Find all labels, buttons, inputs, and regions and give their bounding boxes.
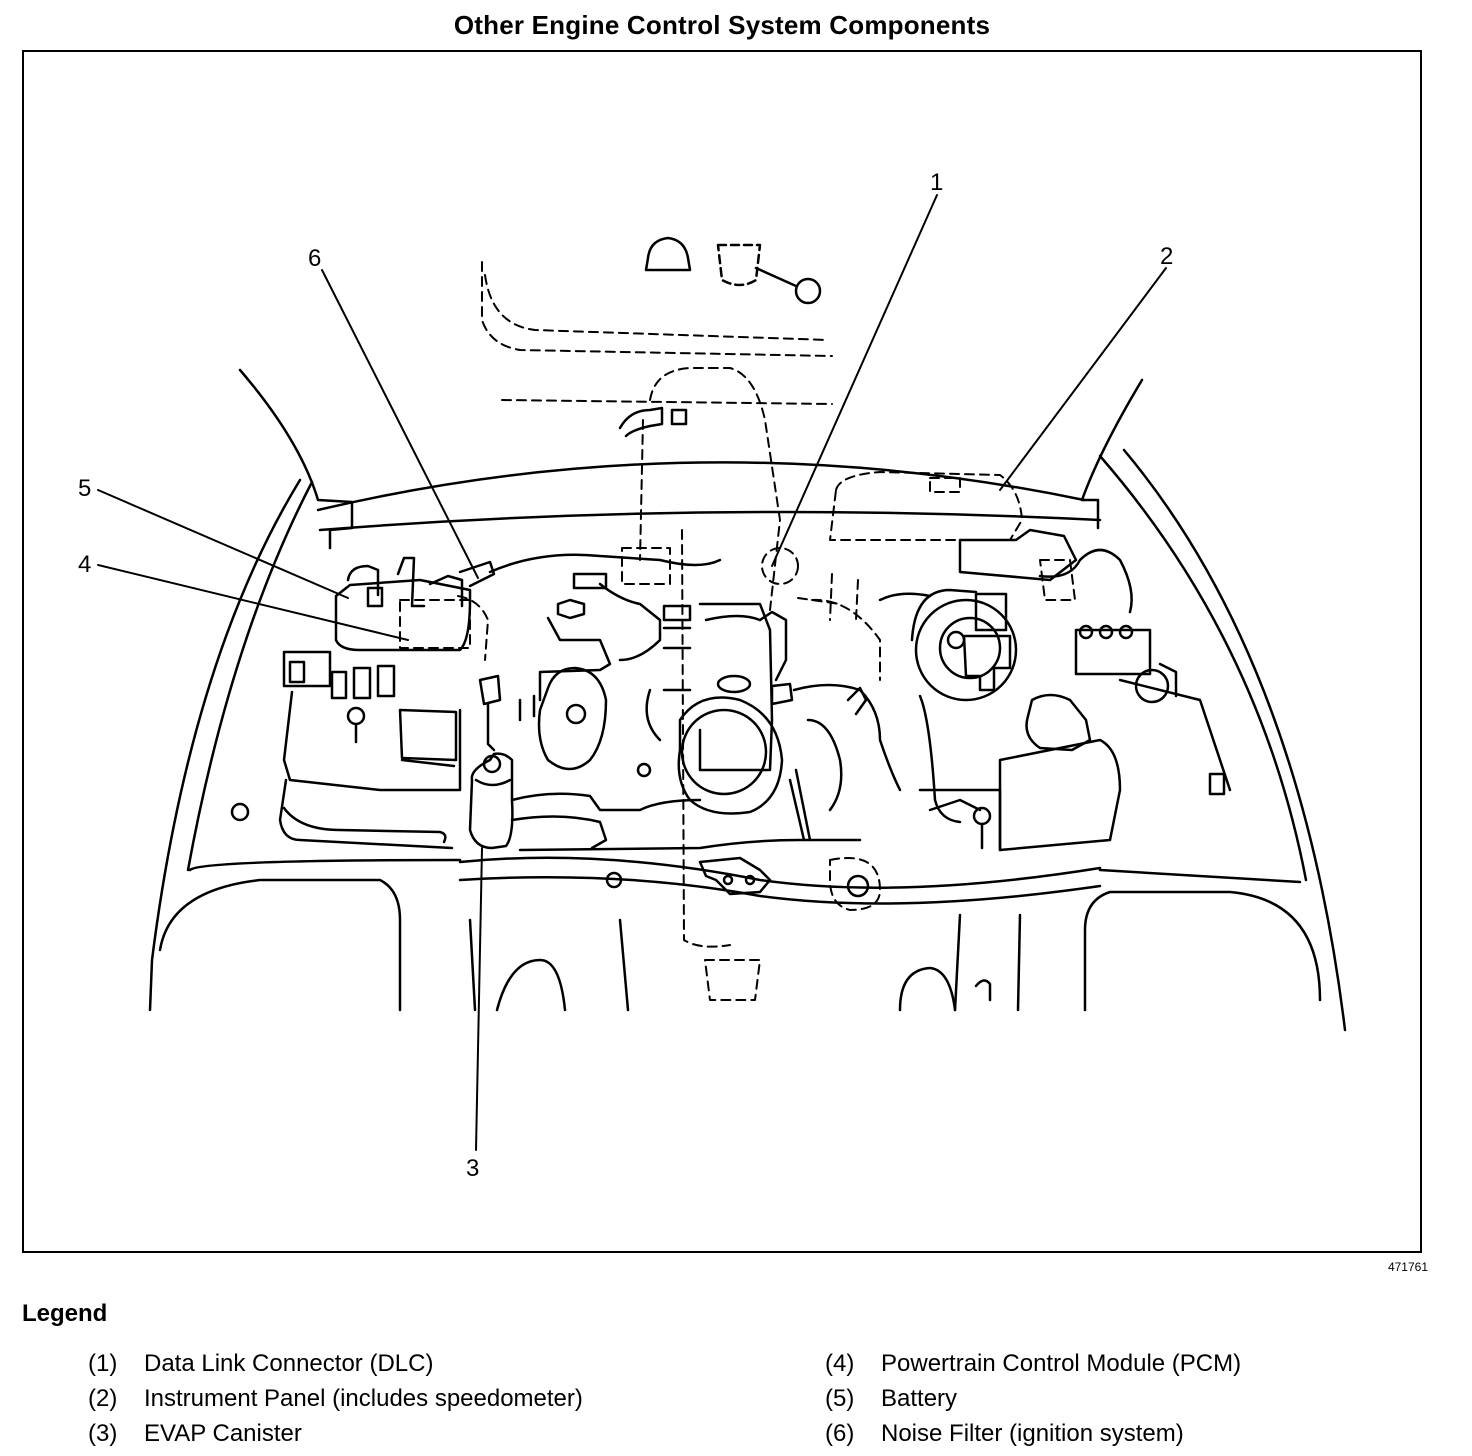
leader-line-1 — [771, 194, 938, 567]
hidden-interior-lines — [399, 261, 1076, 1001]
engine-compartment-drawing: 1 2 3 4 5 6 — [78, 169, 1347, 1182]
legend-item: (5) Battery — [825, 1385, 1241, 1420]
leader-line-6 — [321, 269, 479, 579]
legend-item: (2) Instrument Panel (includes speedomete… — [88, 1385, 583, 1420]
legend-number: (2) — [88, 1385, 118, 1412]
leader-line-5 — [97, 489, 349, 599]
callout-1: 1 — [930, 169, 943, 196]
legend-text: Instrument Panel (includes speedometer) — [144, 1385, 583, 1412]
legend-text: EVAP Canister — [144, 1420, 302, 1447]
legend-text: Data Link Connector (DLC) — [144, 1350, 434, 1377]
leader-line-2 — [999, 267, 1167, 491]
figure-id: 471761 — [1387, 1260, 1428, 1274]
legend-item: (4) Powertrain Control Module (PCM) — [825, 1350, 1241, 1385]
engine-area — [468, 553, 902, 898]
right-side-components — [878, 528, 1232, 1002]
callout-6: 6 — [308, 245, 321, 272]
callout-3: 3 — [466, 1155, 479, 1182]
body-outline — [148, 368, 1347, 1032]
page-title: Other Engine Control System Components — [453, 10, 991, 40]
callout-4: 4 — [78, 551, 91, 578]
radiator-support — [458, 856, 1102, 905]
legend-column-right: (4) Powertrain Control Module (PCM) (5) Ba… — [825, 1350, 1241, 1455]
leader-lines — [97, 194, 1167, 1151]
legend-text: Powertrain Control Module (PCM) — [881, 1350, 1242, 1377]
legend-item: (6) Noise Filter (ignition system) — [825, 1420, 1241, 1455]
cowl-fittings — [618, 236, 822, 438]
legend-number: (3) — [88, 1420, 118, 1447]
legend-number: (5) — [825, 1385, 855, 1412]
legend-text: Noise Filter (ignition system) — [881, 1420, 1184, 1447]
callout-2: 2 — [1160, 243, 1173, 270]
callout-5: 5 — [78, 475, 91, 502]
legend-text: Battery — [881, 1385, 958, 1412]
legend-number: (6) — [825, 1420, 855, 1447]
legend-item: (1) Data Link Connector (DLC) — [88, 1350, 583, 1385]
battery-area — [230, 556, 496, 850]
leader-line-4 — [97, 564, 409, 641]
leader-line-3 — [475, 847, 483, 1151]
legend-title: Legend — [22, 1300, 108, 1327]
legend-number: (1) — [88, 1350, 118, 1377]
legend-number: (4) — [825, 1350, 855, 1377]
legend-column-left: (1) Data Link Connector (DLC) (2) Instrume… — [88, 1350, 583, 1455]
legend-item: (3) EVAP Canister — [88, 1420, 583, 1455]
diagram-frame — [22, 50, 1422, 1253]
